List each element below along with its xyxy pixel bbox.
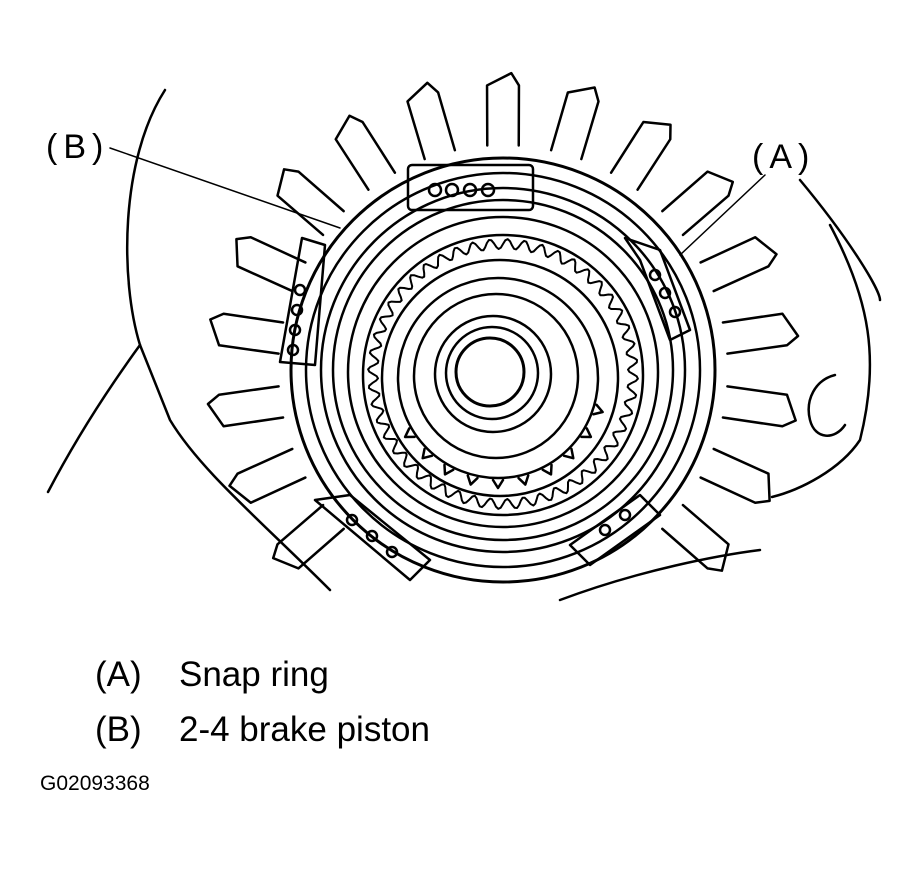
hub-tooth	[208, 386, 283, 426]
hub-tooth	[236, 237, 305, 291]
spline-tooth	[581, 428, 590, 437]
snap-ring-segments	[280, 165, 690, 580]
snap-ring-segment-bottom-right	[570, 495, 660, 565]
legend-row-b: (B) 2-4 brake piston	[95, 710, 430, 750]
shaft-ring-mid	[446, 327, 538, 419]
hub-tooth	[408, 83, 455, 159]
retainer-ring-1	[321, 188, 685, 552]
hub-tooth	[701, 449, 770, 503]
spline-tooth	[593, 405, 602, 415]
inner-hub-ring-2	[398, 278, 598, 478]
spline-tooth	[444, 465, 453, 474]
snap-ring-segment-bottom-left	[315, 495, 430, 580]
leader-line-b	[110, 148, 340, 228]
hub-tooth	[611, 122, 670, 190]
wave-spring	[368, 239, 638, 509]
legend-key: (A)	[95, 655, 142, 694]
clutch-plate-ring-2	[363, 235, 643, 515]
clutch-hub-teeth	[208, 73, 798, 571]
spline-tooth	[423, 449, 432, 458]
spline-tooth	[564, 449, 573, 458]
shaft-ring-outer	[435, 316, 551, 432]
figure-id: G02093368	[40, 772, 150, 795]
legend-label: Snap ring	[179, 655, 329, 694]
housing-edge-right	[772, 225, 870, 497]
spline-tooth	[405, 428, 414, 437]
housing-notch	[809, 375, 845, 436]
hub-tooth	[487, 73, 519, 145]
spline-tooth	[493, 480, 503, 488]
inner-hub-ring-1	[382, 260, 618, 496]
hub-splines	[405, 405, 602, 488]
housing-bottom-right	[560, 550, 760, 600]
hub-tooth	[336, 116, 395, 190]
snap-ring-segment-left	[280, 238, 325, 365]
shaft-bore	[456, 338, 524, 406]
spline-tooth	[468, 476, 478, 485]
hub-tooth	[723, 314, 798, 354]
hub-tooth	[210, 314, 283, 354]
snap-ring-segment-top	[408, 165, 533, 210]
spline-tooth	[543, 465, 552, 474]
snap-ring-segment-right	[625, 238, 690, 340]
spline-tooth	[519, 476, 529, 485]
callout-label-a: (A)	[752, 138, 816, 176]
retainer-ring-2	[333, 200, 673, 540]
hub-tooth	[662, 172, 732, 235]
hub-tooth	[273, 505, 343, 568]
legend-row-a: (A) Snap ring	[95, 655, 329, 695]
hub-tooth	[551, 87, 598, 159]
hub-tooth	[662, 505, 728, 571]
leader-line-a	[680, 175, 765, 255]
inner-hub-ring-3	[414, 294, 578, 458]
transmission-diagram: (B) (A)	[0, 0, 918, 640]
hub-tooth	[701, 237, 777, 291]
piston-inner-ring	[306, 173, 700, 567]
hub-tooth	[278, 169, 344, 235]
brake-assembly-drawing	[0, 0, 918, 640]
callout-label-b: (B)	[46, 128, 110, 166]
legend-label: 2-4 brake piston	[179, 710, 430, 749]
piston-outer-ring	[291, 158, 715, 582]
clutch-plate-ring-1	[348, 217, 658, 527]
hub-tooth	[723, 386, 796, 426]
housing-outline-right	[800, 180, 880, 300]
hub-tooth	[229, 449, 305, 503]
legend-key: (B)	[95, 710, 142, 749]
housing-edge-left	[48, 345, 140, 492]
